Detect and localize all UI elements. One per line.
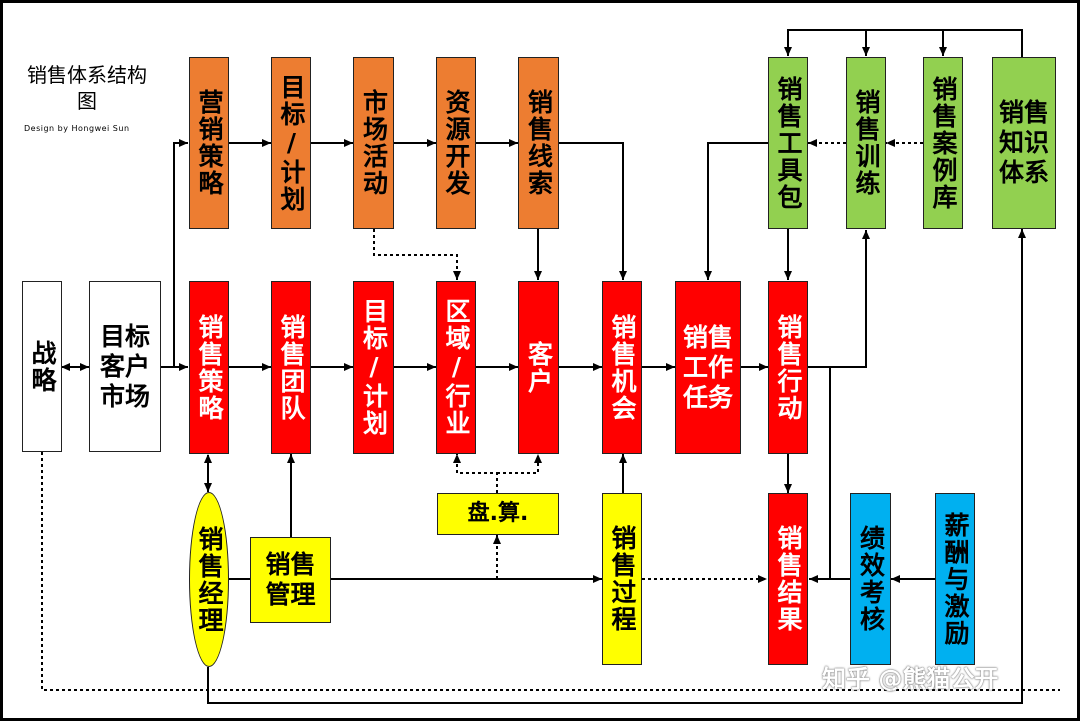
node-sales-case-library: 销售案例库 (923, 57, 963, 229)
designer-credit: Design by Hongwei Sun (24, 124, 130, 133)
node-compensation-incentive: 薪酬与激励 (935, 493, 975, 665)
node-resource-development: 资源开发 (436, 57, 476, 229)
link-forecast-region (453, 454, 498, 493)
node-sales-manager: 销售经理 (189, 492, 229, 667)
node-sales-result: 销售结果 (768, 493, 808, 665)
link-manager-knowledge (207, 229, 1026, 704)
link-forecast-customer (497, 454, 542, 474)
node-sales-leads: 销售线索 (518, 57, 559, 229)
node-sales-goal: 目标/计划 (353, 281, 394, 454)
diagram-title: 销售体系结构图 (27, 63, 147, 113)
link-activity-region (373, 229, 461, 280)
node-sales-strategy: 销售策略 (189, 281, 229, 454)
node-region-industry: 区域/行业 (436, 281, 476, 454)
node-sales-management: 销售管理 (250, 537, 331, 623)
node-sales-training: 销售训练 (846, 57, 886, 229)
watermark: 知乎 @熊猫公开 (822, 665, 999, 693)
node-sales-process: 销售过程 (602, 493, 642, 665)
node-market-activity: 市场活动 (353, 57, 394, 229)
node-target-market: 目标客户市场 (89, 281, 161, 452)
node-sales-task: 销售工作任务 (675, 281, 741, 454)
link-leads-opportunity (558, 142, 627, 280)
node-sales-team: 销售团队 (271, 281, 311, 454)
node-marketing-goal: 目标/计划 (271, 57, 311, 229)
node-marketing-strategy: 营销策略 (189, 57, 229, 229)
node-performance-assessment: 绩效考核 (850, 493, 891, 665)
node-sales-toolkit: 销售工具包 (768, 57, 808, 229)
node-sales-knowledge: 销售知识体系 (992, 57, 1056, 229)
node-strategy: 战略 (22, 281, 62, 452)
node-sales-opportunity: 销售机会 (602, 281, 642, 454)
node-forecast: 盘.算. (437, 493, 559, 535)
link-strategy-loop (41, 452, 1060, 691)
node-sales-action: 销售行动 (768, 281, 808, 454)
link-toolkit-task (704, 142, 770, 280)
link-action-training (808, 230, 870, 368)
node-customer: 客户 (518, 281, 559, 454)
link-market-marketingstrategy (173, 139, 188, 367)
link-knowledge-toolkit (784, 29, 1023, 57)
